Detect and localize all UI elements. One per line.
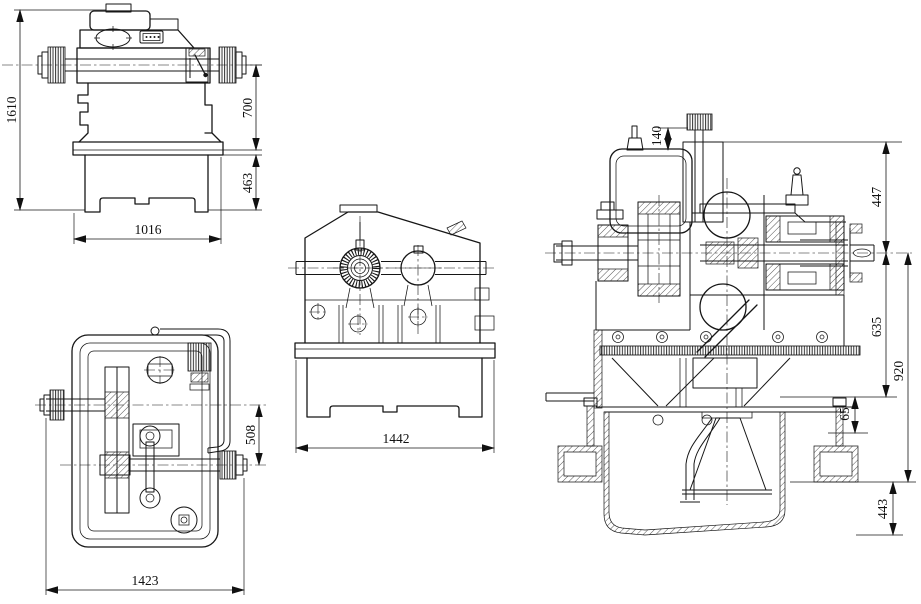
- dim-overall-length: 1423: [132, 573, 159, 588]
- main-gear: [637, 201, 681, 297]
- front-elevation-view: 1610 700 463 1016: [2, 3, 262, 244]
- shift-lever: [185, 47, 209, 83]
- section-view-dimensions: 140 447 635 65 920 443: [649, 126, 916, 536]
- mounting-bracket-left: [557, 397, 603, 483]
- input-shaft: [39, 389, 105, 421]
- dim-base-width: 1016: [135, 222, 162, 237]
- breather-pipe: [682, 113, 724, 223]
- dim-top-to-axis: 447: [869, 187, 884, 208]
- output-coupling-right: [218, 46, 247, 84]
- dim-overall-width: 1442: [383, 431, 410, 446]
- front-view-dimensions: 1610 700 463 1016: [4, 8, 262, 244]
- mounting-bracket-right: [813, 397, 859, 483]
- bolt-boss-upper: [144, 356, 176, 384]
- plan-view: 508 1423: [35, 326, 266, 595]
- keyway: [853, 248, 871, 258]
- dim-axis-to-base-top: 700: [240, 98, 255, 119]
- output-shaft: [99, 450, 248, 480]
- frame-flange: [599, 331, 861, 356]
- pedestal: [294, 342, 496, 418]
- dim-breather-height: 140: [649, 126, 664, 147]
- section-view: 140 447 635 65 920 443: [545, 113, 916, 536]
- dim-axis-to-flange: 635: [869, 317, 884, 338]
- nameplate: [139, 30, 164, 44]
- oil-tank: [596, 406, 852, 536]
- support-frame: [611, 299, 791, 426]
- dim-overall-height: 1610: [4, 96, 19, 123]
- output-shaft-assembly: [700, 215, 875, 291]
- end-view-dimensions: 1442: [295, 360, 495, 453]
- gear-train: [104, 366, 130, 514]
- input-coupling-left: [37, 46, 66, 84]
- input-shaft-assembly: [553, 224, 638, 282]
- lifting-eye: [150, 326, 160, 336]
- oil-pipe: [160, 328, 231, 454]
- shifter-fork: [132, 423, 180, 509]
- plan-view-dimensions: 508 1423: [45, 404, 263, 595]
- dim-axis-to-foot: 920: [891, 361, 906, 382]
- suction-pipe: [680, 417, 721, 503]
- foundation-bolts: [309, 303, 428, 334]
- cone-baffle: [682, 411, 772, 495]
- top-cover-dome: [596, 125, 693, 234]
- bolt-boss-lower: [170, 506, 198, 534]
- shaft-bar: [288, 261, 494, 275]
- dim-sump-depth: 443: [875, 499, 890, 520]
- marker-tab: [446, 220, 467, 236]
- vent-plug: [785, 167, 809, 206]
- dim-flange-to-lug: 65: [837, 407, 852, 421]
- dim-pedestal-height: 463: [240, 173, 255, 194]
- end-elevation-view: 1442: [288, 204, 496, 453]
- dim-shaft-centre-distance: 508: [243, 425, 258, 446]
- filter-block: [187, 342, 212, 391]
- inspection-hatch: [94, 26, 132, 50]
- housing-outline: [71, 334, 219, 548]
